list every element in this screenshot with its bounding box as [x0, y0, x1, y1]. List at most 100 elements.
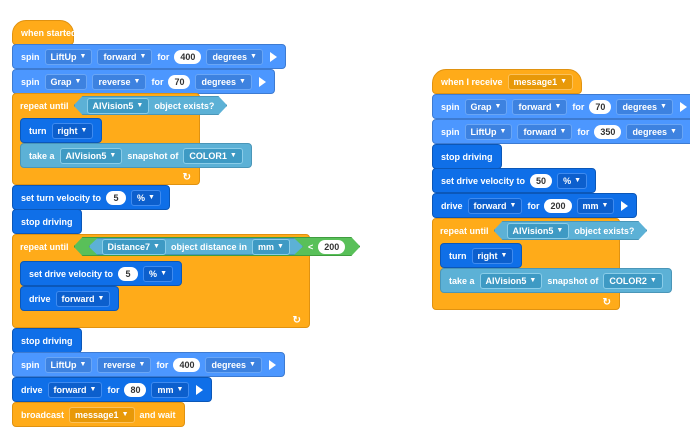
color-dropdown[interactable]: COLOR2▼	[603, 272, 663, 289]
object-exists-condition[interactable]: AIVision5▼ object exists?	[74, 96, 228, 115]
direction-dropdown[interactable]: forward▼	[517, 123, 573, 140]
turn-direction-dropdown[interactable]: right▼	[471, 247, 514, 264]
chevron-down-icon: ▼	[249, 361, 256, 368]
stop-driving-block[interactable]: stop driving	[12, 328, 82, 353]
less-than-operator[interactable]: Distance7▼ object distance in mm▼ < 200	[74, 237, 361, 256]
unit-dropdown[interactable]: mm▼	[151, 381, 190, 398]
sensor-dropdown[interactable]: AIVision5▼	[59, 147, 123, 164]
broadcast-label: broadcast	[21, 409, 65, 420]
unit-dropdown[interactable]: mm▼	[252, 239, 290, 255]
take-snapshot-block[interactable]: take a AIVision5▼ snapshot of COLOR1▼	[20, 143, 252, 168]
chevron-down-icon: ▼	[574, 177, 582, 184]
take-snapshot-block[interactable]: take a AIVision5▼ snapshot of COLOR2▼	[440, 268, 672, 293]
sensor-dropdown[interactable]: AIVision5▼	[87, 98, 150, 114]
message-dropdown[interactable]: message1▼	[507, 73, 574, 90]
object-exists-condition[interactable]: AIVision5▼ object exists?	[494, 221, 648, 240]
velocity-input[interactable]: 50	[530, 173, 553, 188]
set-drive-velocity-block[interactable]: set drive velocity to 50 %▼	[432, 168, 597, 193]
turn-right-block[interactable]: turn right▼	[440, 243, 523, 268]
sensor-dropdown[interactable]: AIVision5▼	[479, 272, 543, 289]
velocity-input[interactable]: 5	[118, 266, 139, 281]
motor-dropdown[interactable]: LiftUp▼	[464, 123, 513, 140]
drive-forward-mm-block[interactable]: drive forward▼ for 80 mm▼	[12, 377, 213, 402]
object-distance-reporter[interactable]: Distance7▼ object distance in mm▼	[89, 238, 303, 255]
degrees-input[interactable]: 350	[594, 124, 622, 139]
sensor-dropdown[interactable]: Distance7▼	[102, 239, 166, 255]
unit-dropdown[interactable]: degrees▼	[205, 356, 262, 373]
stop-driving-label: stop driving	[21, 335, 73, 346]
unit-dropdown[interactable]: degrees▼	[195, 73, 252, 90]
distance-value-input[interactable]: 200	[318, 240, 345, 254]
direction-dropdown[interactable]: forward▼	[512, 98, 568, 115]
set-turn-velocity-block[interactable]: set turn velocity to 5 %▼	[12, 185, 170, 210]
degrees-input[interactable]: 70	[589, 99, 612, 114]
unit-dropdown[interactable]: degrees▼	[626, 123, 683, 140]
condition-label: object exists?	[574, 225, 635, 236]
color-dropdown[interactable]: COLOR1▼	[183, 147, 243, 164]
motor-dropdown[interactable]: LiftUp▼	[44, 48, 93, 65]
distance-input[interactable]: 200	[544, 198, 572, 213]
message-dropdown[interactable]: message1▼	[69, 406, 135, 423]
turn-right-block[interactable]: turn right▼	[20, 118, 103, 143]
unit-dropdown[interactable]: degrees▼	[206, 48, 263, 65]
degrees-input[interactable]: 400	[174, 49, 202, 64]
stop-driving-block[interactable]: stop driving	[432, 144, 502, 169]
chevron-down-icon: ▼	[559, 128, 567, 135]
repeat-until-header[interactable]: repeat until Distance7▼ object distance …	[12, 234, 368, 259]
turn-direction-dropdown[interactable]: right▼	[51, 122, 94, 139]
play-icon[interactable]	[269, 51, 277, 62]
drive-direction-dropdown[interactable]: forward▼	[467, 197, 523, 214]
play-icon[interactable]	[679, 101, 687, 112]
motor-dropdown[interactable]: LiftUp▼	[44, 356, 93, 373]
unit-dropdown[interactable]: degrees▼	[616, 98, 673, 115]
chevron-down-icon: ▼	[138, 361, 146, 368]
spin-grap-forward-block[interactable]: spin Grap▼ forward▼ for 70 degrees▼	[432, 94, 690, 119]
unit-dropdown[interactable]: %▼	[557, 172, 588, 189]
snapshot-of-label: snapshot of	[127, 150, 179, 161]
spin-liftup-reverse-block[interactable]: spin LiftUp▼ reverse▼ for 400 degrees▼	[12, 352, 285, 377]
play-icon[interactable]	[196, 384, 204, 395]
chevron-down-icon: ▼	[89, 386, 97, 393]
chevron-down-icon: ▼	[79, 361, 87, 368]
when-i-receive-hat[interactable]: when I receive message1▼	[432, 69, 583, 94]
degrees-input[interactable]: 70	[168, 74, 191, 89]
degrees-input[interactable]: 400	[173, 357, 201, 372]
repeat-until-header[interactable]: repeat until AIVision5▼ object exists?	[432, 218, 655, 243]
chevron-down-icon: ▼	[277, 243, 284, 250]
motor-dropdown[interactable]: Grap▼	[464, 98, 508, 115]
play-icon[interactable]	[258, 76, 266, 87]
unit-dropdown[interactable]: %▼	[131, 189, 161, 206]
set-drive-velocity-block[interactable]: set drive velocity to 5 %▼	[20, 261, 182, 286]
chevron-down-icon: ▼	[659, 103, 667, 110]
direction-dropdown[interactable]: reverse▼	[97, 356, 152, 373]
drive-forward-block[interactable]: drive forward▼	[20, 286, 120, 311]
chevron-down-icon: ▼	[136, 102, 144, 109]
repeat-until-header[interactable]: repeat until AIVision5▼ object exists?	[12, 93, 235, 118]
spin-liftup-forward-block[interactable]: spin LiftUp▼ forward▼ for 400 degrees▼	[12, 44, 286, 69]
repeat-until-label: repeat until	[440, 225, 489, 236]
chevron-down-icon: ▼	[160, 270, 167, 277]
distance-input[interactable]: 80	[124, 382, 147, 397]
direction-dropdown[interactable]: forward▼	[97, 48, 153, 65]
direction-dropdown[interactable]: reverse▼	[92, 73, 147, 90]
for-label: for	[527, 200, 540, 211]
play-icon[interactable]	[621, 200, 629, 211]
unit-dropdown[interactable]: %▼	[143, 265, 173, 282]
drive-direction-dropdown[interactable]: forward▼	[47, 381, 103, 398]
stop-driving-block[interactable]: stop driving	[12, 209, 82, 234]
spin-grap-reverse-block[interactable]: spin Grap▼ reverse▼ for 70 degrees▼	[12, 69, 275, 94]
broadcast-and-wait-block[interactable]: broadcast message1▼ and wait	[12, 402, 185, 427]
when-started-hat[interactable]: when started	[12, 20, 77, 45]
drive-forward-mm-block[interactable]: drive forward▼ for 200 mm▼	[432, 193, 638, 218]
for-label: for	[151, 76, 164, 87]
unit-dropdown[interactable]: mm▼	[576, 197, 615, 214]
drive-direction-dropdown[interactable]: forward▼	[55, 290, 111, 307]
motor-dropdown[interactable]: Grap▼	[44, 73, 88, 90]
play-icon[interactable]	[268, 359, 276, 370]
loop-arrow-icon: ↻	[182, 172, 191, 183]
sensor-dropdown[interactable]: AIVision5▼	[507, 223, 570, 239]
chevron-down-icon: ▼	[556, 227, 564, 234]
velocity-input[interactable]: 5	[106, 190, 127, 205]
spin-liftup-forward-block[interactable]: spin LiftUp▼ forward▼ for 350 degrees▼	[432, 119, 690, 144]
for-label: for	[572, 101, 585, 112]
